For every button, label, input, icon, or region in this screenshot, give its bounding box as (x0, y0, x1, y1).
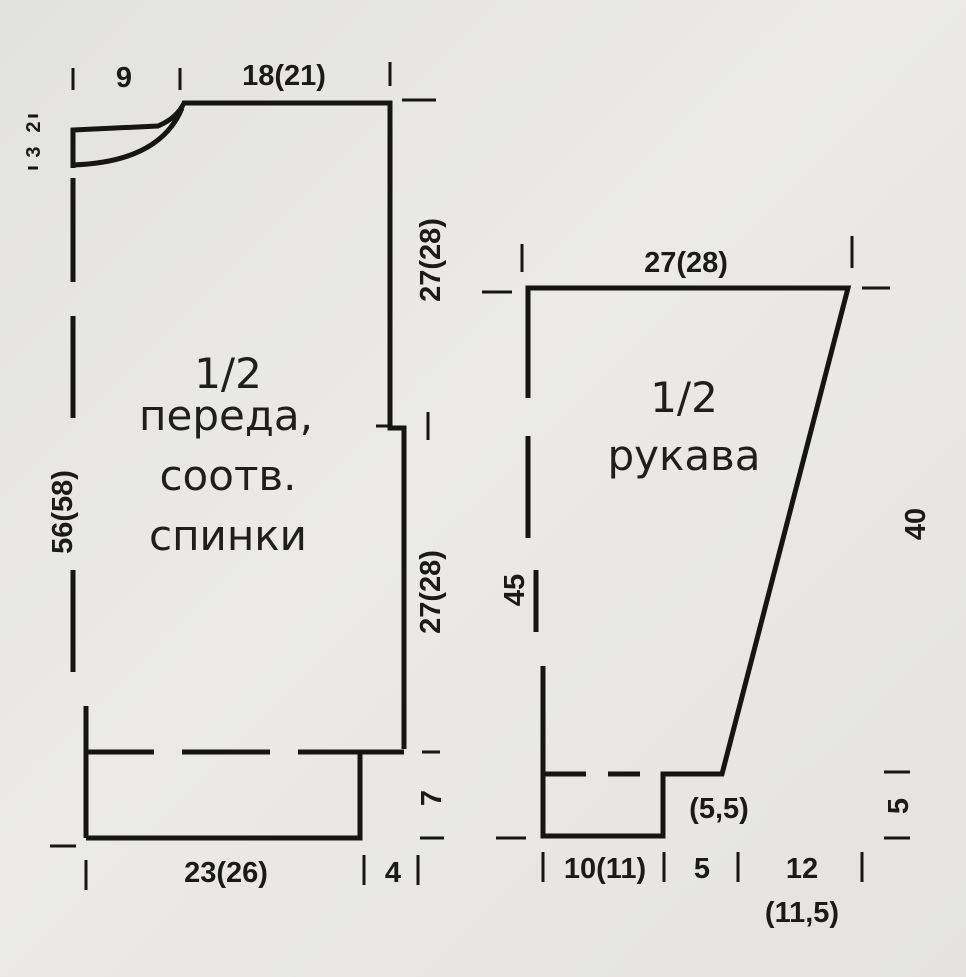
front-neck-width-label: 9 (116, 62, 132, 94)
front-rib-height-label: 7 (416, 790, 448, 806)
front-neck-curve (72, 107, 185, 168)
sleeve-label-line: рукава (607, 431, 760, 480)
front-neck-depth-front-label: 3 (23, 146, 45, 157)
sleeve-cuff-height-alt-label: (5,5) (689, 793, 749, 825)
front-neck-depth-back-label: 2 (23, 121, 45, 132)
front-side-step-label: 4 (385, 857, 401, 889)
front-side-height-label: 27(28) (415, 550, 447, 634)
front-armhole-height-label: 27(28) (415, 218, 447, 302)
sleeve-slant-width-alt-label: (11,5) (765, 897, 839, 929)
front-rib-outline (86, 752, 363, 841)
front-total-length-label: 56(58) (47, 470, 79, 554)
sleeve-cuff-width-label: 10(11) (564, 853, 646, 885)
sleeve-slant-height-label: 40 (900, 508, 932, 540)
sleeve-top-width-label: 27(28) (644, 247, 728, 279)
front-piece: 9 18(21) 2 3 56(58) 27(28) 27(28) 7 23(2… (23, 60, 448, 890)
sleeve-slant-width-label: 12 (786, 853, 818, 885)
front-label-line: переда, (139, 391, 313, 440)
sleeve-step-width-label: 5 (694, 853, 710, 885)
front-shoulder-width-label: 18(21) (242, 60, 326, 92)
front-label-line: соотв. (159, 451, 296, 500)
sleeve-length-label: 45 (499, 574, 531, 606)
sleeve-outline (525, 285, 852, 839)
sleeve-cuff-height-label: 5 (883, 798, 915, 814)
sleeve-dimension-ticks (482, 236, 910, 882)
sleeve-fraction-label: 1/2 (650, 373, 718, 422)
front-dimension-ticks (28, 62, 444, 890)
sleeve-piece: 27(28) 45 40 5 (5,5) 10(11) 5 12 (11,5) … (482, 236, 932, 929)
front-fraction-label: 1/2 (194, 349, 262, 398)
front-bottom-width-label: 23(26) (184, 857, 268, 889)
front-label-line: спинки (149, 511, 307, 560)
